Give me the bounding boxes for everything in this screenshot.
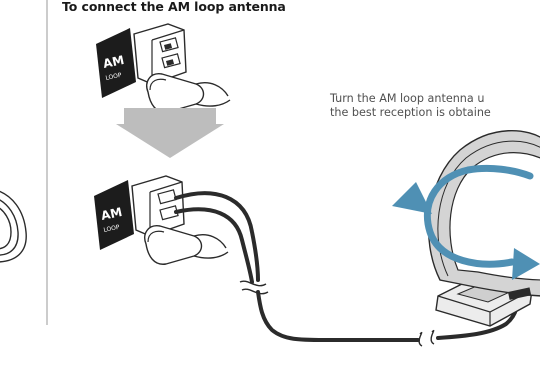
instruction-caption: Turn the AM loop antenna u the best rece… [330, 92, 491, 120]
am-loop-antenna [392, 130, 540, 327]
caption-line-2: the best reception is obtaine [330, 106, 491, 119]
previous-figure-fragment [0, 190, 27, 263]
top-finger [146, 73, 205, 113]
rotation-arrow-head-left [392, 182, 432, 214]
top-am-loop-plate [96, 28, 136, 98]
bottom-terminal-figure: AM LOOP [94, 175, 229, 265]
section-heading: To connect the AM loop antenna [62, 0, 286, 14]
rotation-arrow-head-right [512, 248, 540, 280]
top-terminal-figure: AM LOOP [96, 23, 231, 113]
bottom-label-am: AM [100, 205, 124, 223]
top-label-loop: LOOP [105, 72, 123, 82]
bottom-am-loop-plate [94, 180, 134, 250]
top-label-am: AM [102, 53, 126, 71]
cable-break-marks [239, 280, 435, 347]
down-arrow [116, 108, 224, 158]
bottom-finger [144, 225, 203, 265]
bottom-label-loop: LOOP [103, 224, 121, 234]
rotation-arrow [423, 164, 534, 268]
caption-line-1: Turn the AM loop antenna u [330, 92, 485, 105]
